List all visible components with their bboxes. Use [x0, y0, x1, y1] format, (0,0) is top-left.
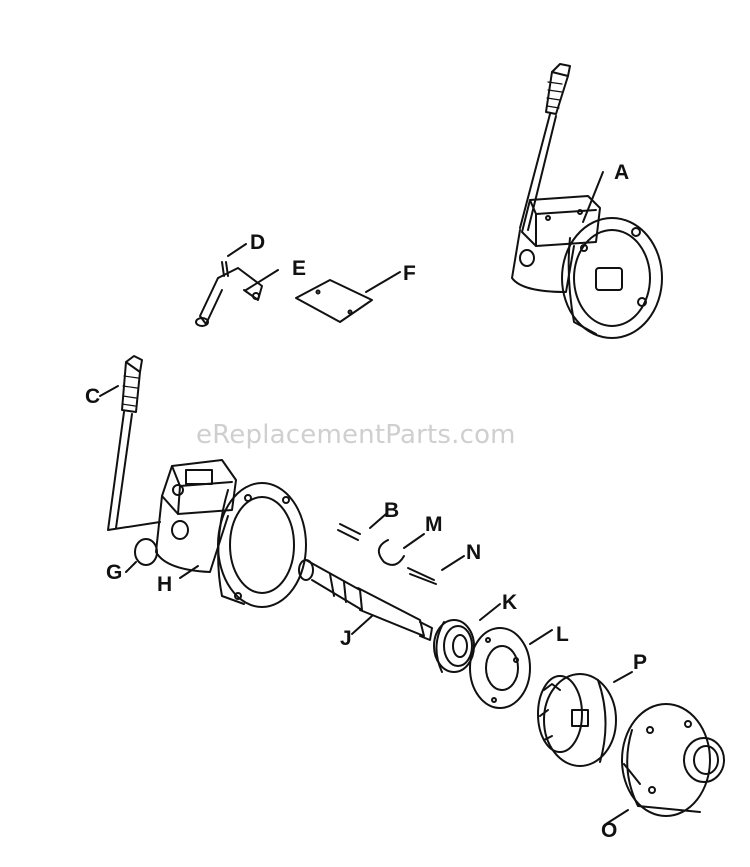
callout-a: A — [614, 161, 630, 184]
callout-m: M — [425, 513, 443, 536]
part-m-clip — [377, 533, 425, 566]
part-p-clutch — [537, 671, 633, 767]
part-l-washer — [469, 627, 553, 709]
part-a-housing-assembly — [511, 63, 663, 339]
callout-d: D — [250, 231, 266, 254]
callout-e: E — [292, 257, 307, 280]
part-c-crank-handle — [99, 355, 161, 531]
callout-j: J — [340, 627, 352, 650]
watermark-text: eReplacementParts.com — [196, 420, 516, 450]
part-n-pin — [407, 555, 465, 585]
part-h-housing — [155, 459, 307, 608]
callout-b: B — [384, 499, 400, 522]
callout-p: P — [633, 651, 648, 674]
callout-l: L — [556, 623, 569, 646]
part-b-pin — [337, 513, 387, 541]
callout-f: F — [403, 262, 416, 285]
callout-c: C — [85, 385, 101, 408]
callout-h: H — [157, 573, 173, 596]
part-g-cap — [125, 538, 158, 573]
callout-n: N — [466, 541, 482, 564]
part-d-e-lever — [195, 243, 279, 327]
callout-g: G — [106, 561, 123, 584]
callout-k: K — [502, 591, 518, 614]
part-o-hub — [605, 703, 725, 825]
part-f-plate — [295, 271, 401, 323]
part-j-shaft — [298, 559, 433, 641]
callout-o: O — [601, 819, 618, 842]
